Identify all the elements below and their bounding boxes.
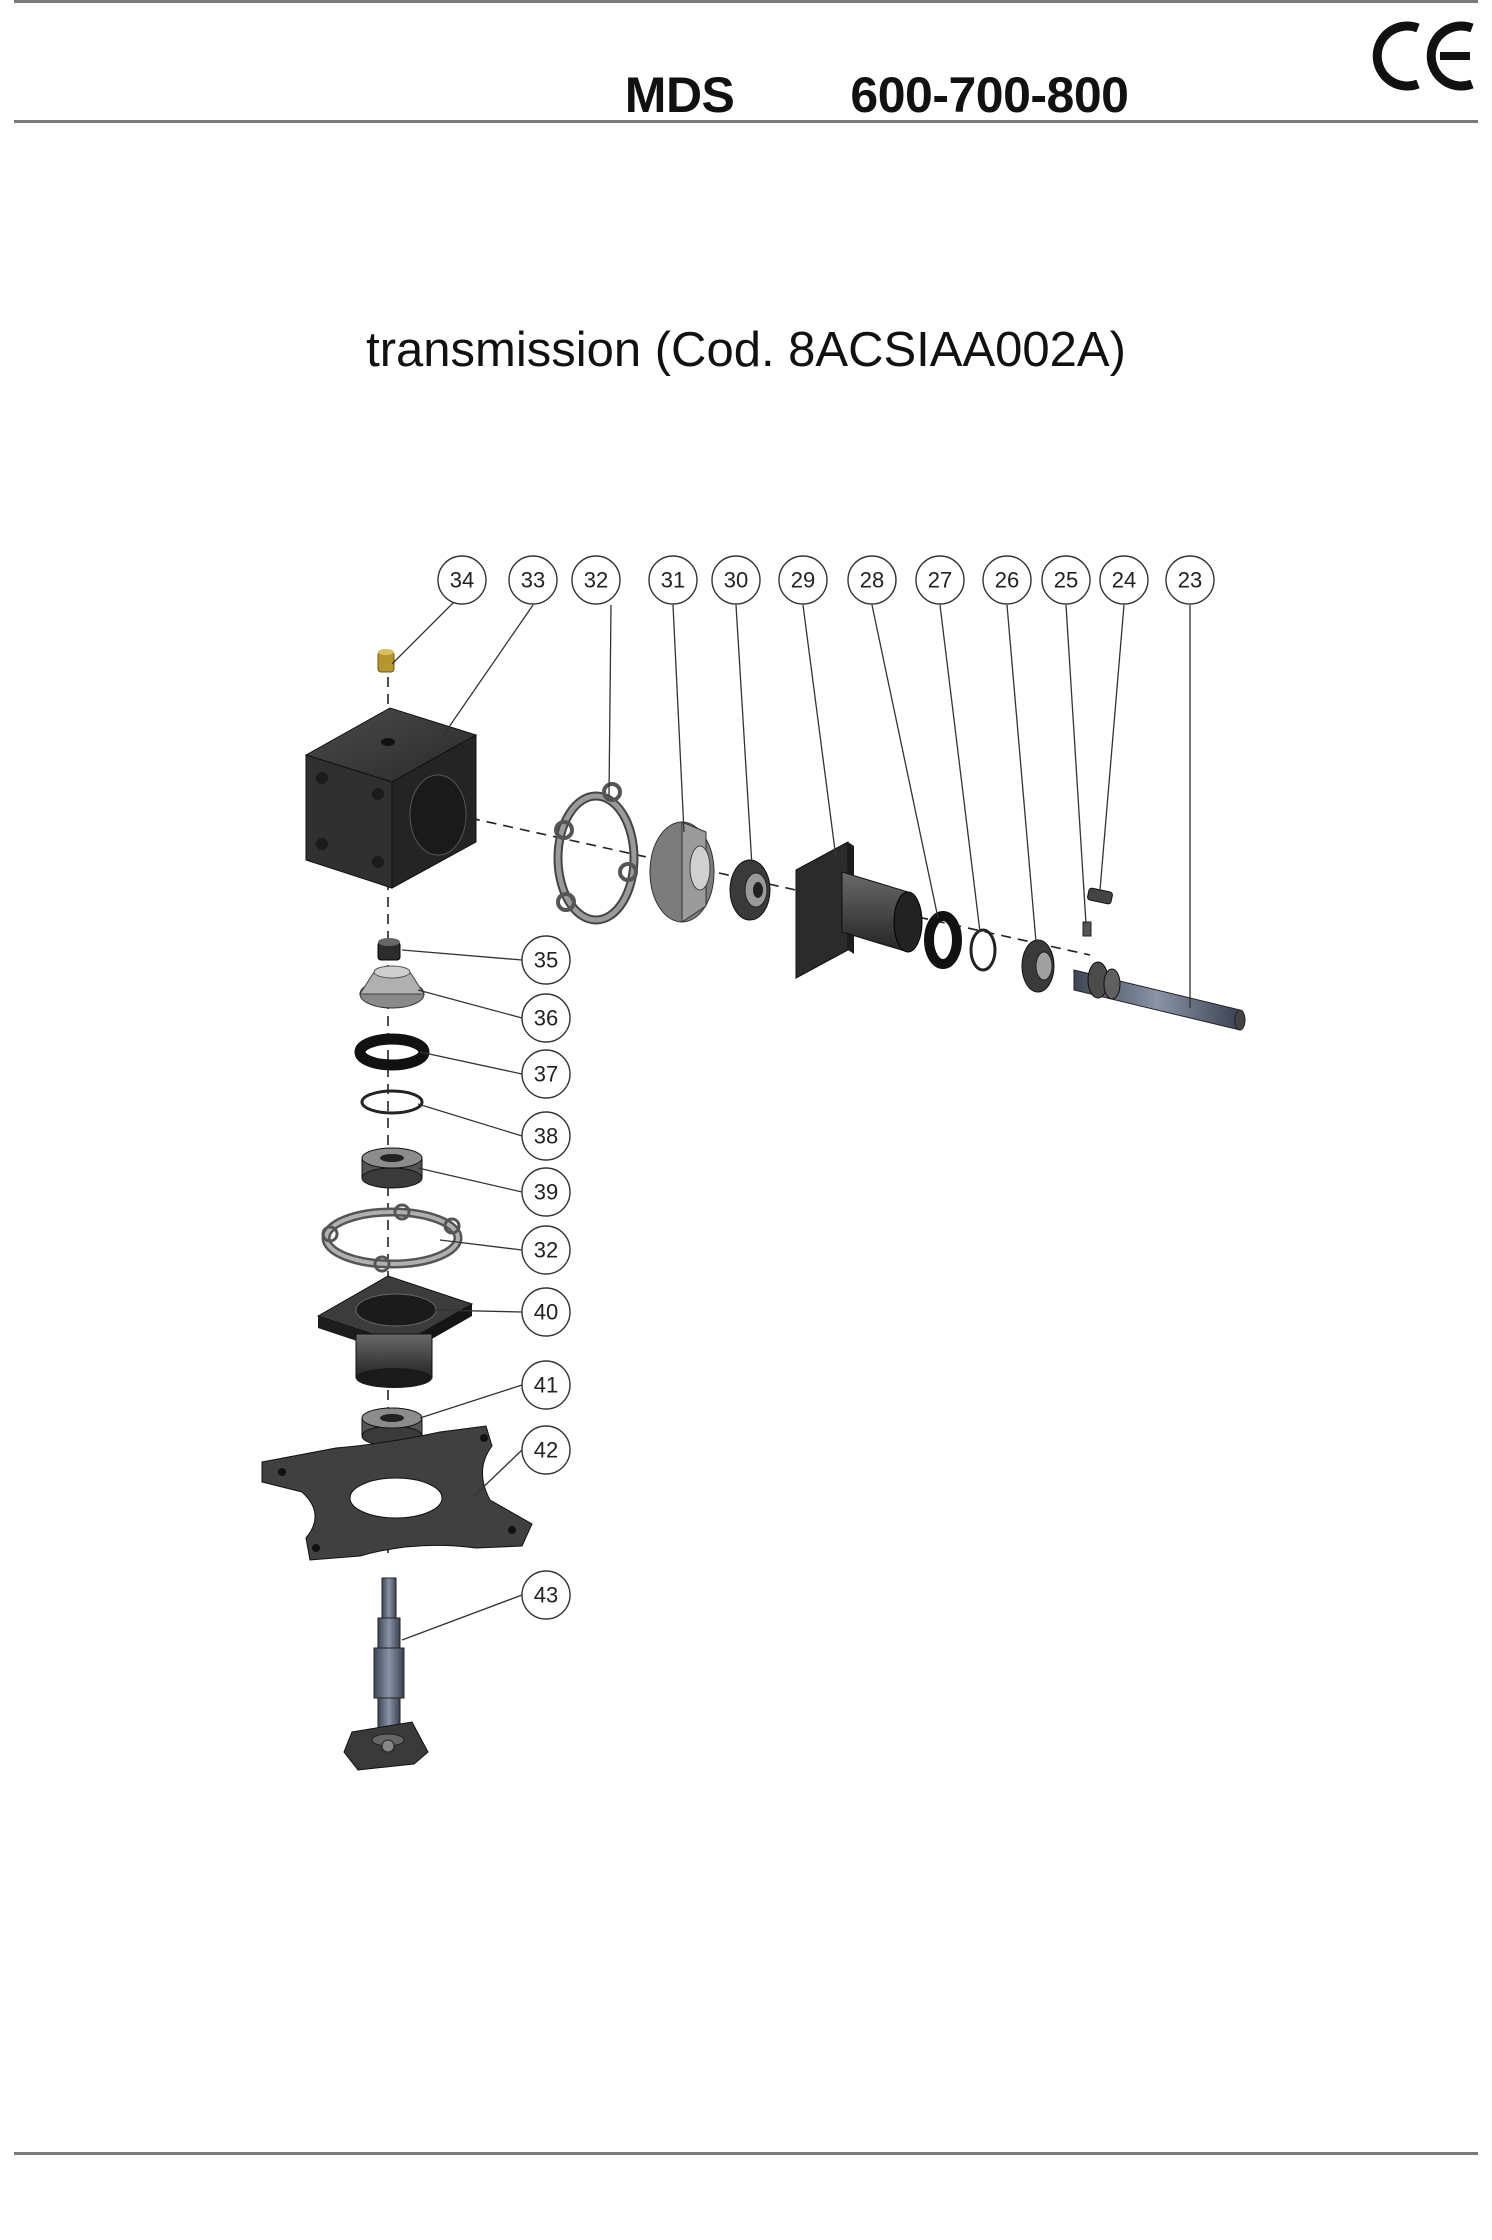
svg-text:40: 40 xyxy=(534,1300,558,1325)
svg-text:28: 28 xyxy=(860,568,884,593)
svg-text:38: 38 xyxy=(534,1124,558,1149)
leader-lines xyxy=(391,593,1191,1641)
svg-text:35: 35 xyxy=(534,948,558,973)
svg-text:24: 24 xyxy=(1112,568,1136,593)
callout-side-42: 42 xyxy=(521,1425,571,1475)
header-title: MDS 600-700-800 xyxy=(598,8,1129,124)
callout-top-23: 23 xyxy=(1165,555,1215,605)
part-29-flange-housing xyxy=(795,841,923,979)
svg-text:36: 36 xyxy=(534,1006,558,1031)
callout-side-32: 32 xyxy=(521,1225,571,1275)
svg-text:23: 23 xyxy=(1178,568,1202,593)
header-sizes: 600-700-800 xyxy=(850,67,1129,123)
part-30-bearing xyxy=(729,859,771,921)
part-39-bearing xyxy=(361,1147,423,1189)
callout-side-36: 36 xyxy=(521,993,571,1043)
svg-text:43: 43 xyxy=(534,1583,558,1608)
part-37-oil-seal xyxy=(354,1033,430,1071)
callout-top-31: 31 xyxy=(648,555,698,605)
svg-text:37: 37 xyxy=(534,1062,558,1087)
svg-text:42: 42 xyxy=(534,1438,558,1463)
callout-top-27: 27 xyxy=(915,555,965,605)
callout-side-43: 43 xyxy=(521,1570,571,1620)
callout-top-30: 30 xyxy=(711,555,761,605)
callout-top-29: 29 xyxy=(778,555,828,605)
part-25-key xyxy=(1082,921,1092,937)
svg-text:39: 39 xyxy=(534,1180,558,1205)
header-top-rule xyxy=(14,0,1478,3)
document-title: transmission (Cod. 8ACSIAA002A) xyxy=(366,323,1126,377)
part-32-gasket xyxy=(553,782,639,925)
part-43-rotor-shaft xyxy=(343,1577,429,1771)
part-28-oil-seal xyxy=(924,911,962,969)
part-34-breather-plug xyxy=(377,649,395,673)
part-40-flange-housing xyxy=(316,1275,474,1388)
svg-text:30: 30 xyxy=(724,568,748,593)
part-callouts: 34 33 32 31 30 29 28 27 26 25 24 23 35 36 37 38 39 32 40 41… xyxy=(437,555,1215,1620)
svg-text:29: 29 xyxy=(791,568,815,593)
part-24-pin xyxy=(1087,887,1113,905)
part-42-mounting-plate xyxy=(261,1425,533,1561)
footer-rule xyxy=(14,2152,1478,2155)
callout-top-28: 28 xyxy=(847,555,897,605)
svg-text:25: 25 xyxy=(1054,568,1078,593)
header-model: MDS xyxy=(624,67,735,123)
svg-text:34: 34 xyxy=(450,568,474,593)
svg-text:32: 32 xyxy=(584,568,608,593)
callout-top-32: 32 xyxy=(571,555,621,605)
part-32-gasket-lower xyxy=(321,1203,463,1273)
callout-side-39: 39 xyxy=(521,1167,571,1217)
part-27-o-ring xyxy=(969,928,997,972)
callout-side-40: 40 xyxy=(521,1287,571,1337)
callout-top-33: 33 xyxy=(508,555,558,605)
svg-text:33: 33 xyxy=(521,568,545,593)
svg-text:26: 26 xyxy=(995,568,1019,593)
callout-top-24: 24 xyxy=(1099,555,1149,605)
callout-side-41: 41 xyxy=(521,1360,571,1410)
part-38-circlip xyxy=(360,1089,424,1115)
svg-text:41: 41 xyxy=(534,1373,558,1398)
assembly-axes xyxy=(387,660,1091,1560)
callout-side-37: 37 xyxy=(521,1049,571,1099)
svg-text:32: 32 xyxy=(534,1238,558,1263)
callout-top-34: 34 xyxy=(437,555,487,605)
callout-top-26: 26 xyxy=(982,555,1032,605)
callout-side-38: 38 xyxy=(521,1111,571,1161)
svg-text:27: 27 xyxy=(928,568,952,593)
part-26-bearing xyxy=(1021,939,1055,993)
callout-top-25: 25 xyxy=(1041,555,1091,605)
header-bottom-rule xyxy=(14,120,1478,123)
part-33-gearbox-housing xyxy=(304,707,478,889)
callout-side-35: 35 xyxy=(521,935,571,985)
part-36-bevel-pinion xyxy=(359,965,425,1009)
part-31-bevel-gear xyxy=(649,821,715,923)
ce-mark-icon xyxy=(1372,21,1474,91)
part-23-input-shaft xyxy=(1073,961,1246,1031)
svg-text:31: 31 xyxy=(661,568,685,593)
part-35-nut xyxy=(377,938,401,961)
